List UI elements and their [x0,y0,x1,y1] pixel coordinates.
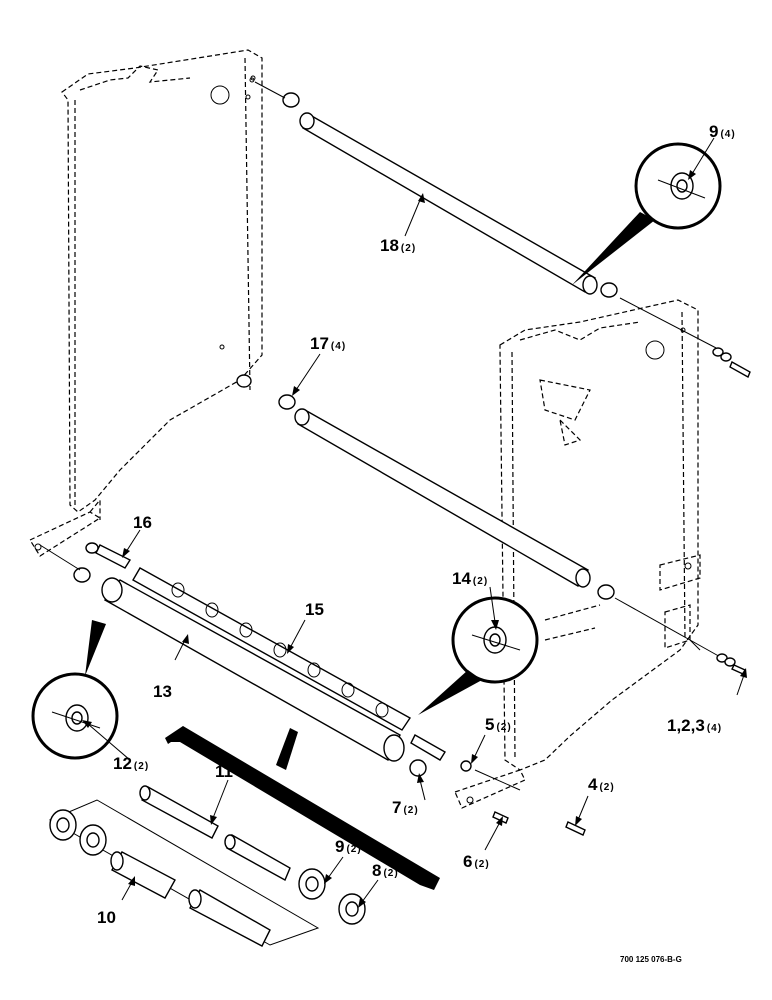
callout-9-bottom: 9(2) [335,837,362,856]
roll-subassembly-bracket [165,726,440,890]
lower-roll-assembly [39,542,741,791]
callout-10: 10 [97,908,116,927]
callout-14: 14(2) [452,569,488,588]
callout-9-top: 9(4) [709,122,736,141]
callout-13: 13 [153,682,172,701]
callout-11: 11 [215,762,233,781]
callout-5: 5(2) [485,715,512,734]
callout-7: 7(2) [392,798,419,817]
callout-4: 4(2) [588,775,615,794]
callout-labels: 9(4) 18(2) 17(4) 16 15 14(2) 13 12(2) 11… [97,122,736,964]
left-side-panel [29,49,263,557]
callout-16: 16 [133,513,152,532]
callout-18: 18(2) [380,236,416,255]
middle-roll [236,374,615,600]
roll-subassembly-parts [48,785,366,947]
detail-bearing-left [31,620,119,760]
leader-arrows [82,137,747,908]
callout-8: 8(2) [372,861,399,880]
callout-6: 6(2) [463,852,490,871]
upper-roll [249,77,721,351]
callout-12: 12(2) [113,754,149,773]
hardware-right [492,347,751,836]
callout-17: 17(4) [310,334,346,353]
detail-bearing-top [572,142,722,285]
callout-1-2-3: 1,2,3(4) [667,716,722,735]
drawing-number: 700 125 076-B-G [620,955,682,964]
detail-bearing-right [418,596,539,715]
callout-15: 15 [305,600,324,619]
